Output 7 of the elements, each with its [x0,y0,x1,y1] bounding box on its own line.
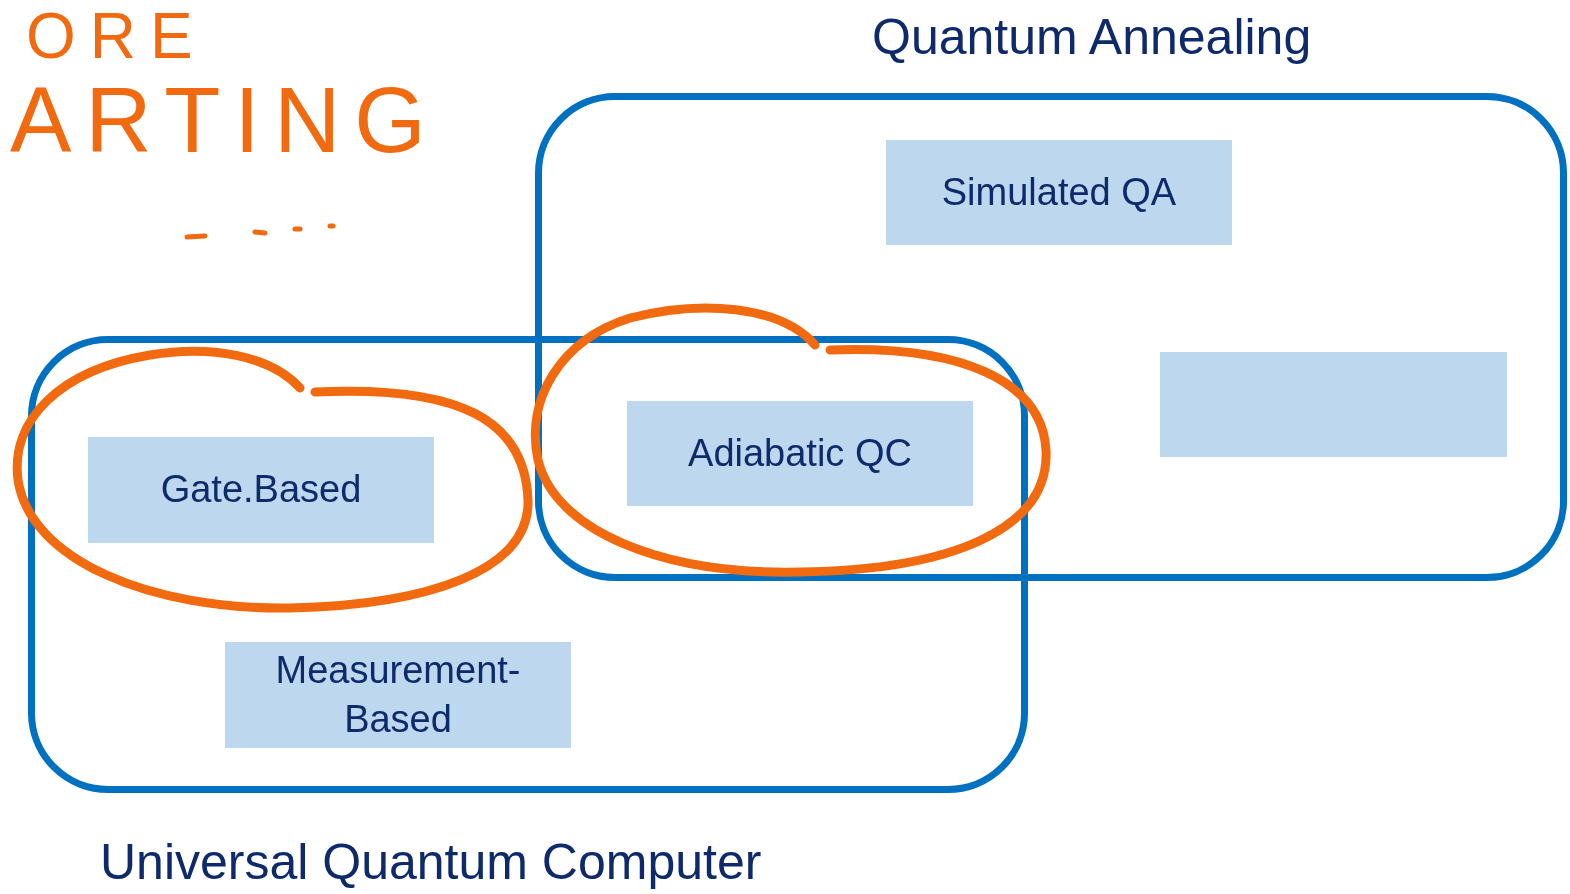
category-box: Gate.Based [88,437,434,543]
region-heading: Universal Quantum Computer [100,835,762,890]
category-box: Measurement- Based [225,642,571,748]
region-heading: Quantum Annealing [872,10,1312,65]
category-box: Adiabatic QC [627,401,973,506]
blank-box [1160,352,1507,457]
category-box: Simulated QA [886,140,1232,245]
